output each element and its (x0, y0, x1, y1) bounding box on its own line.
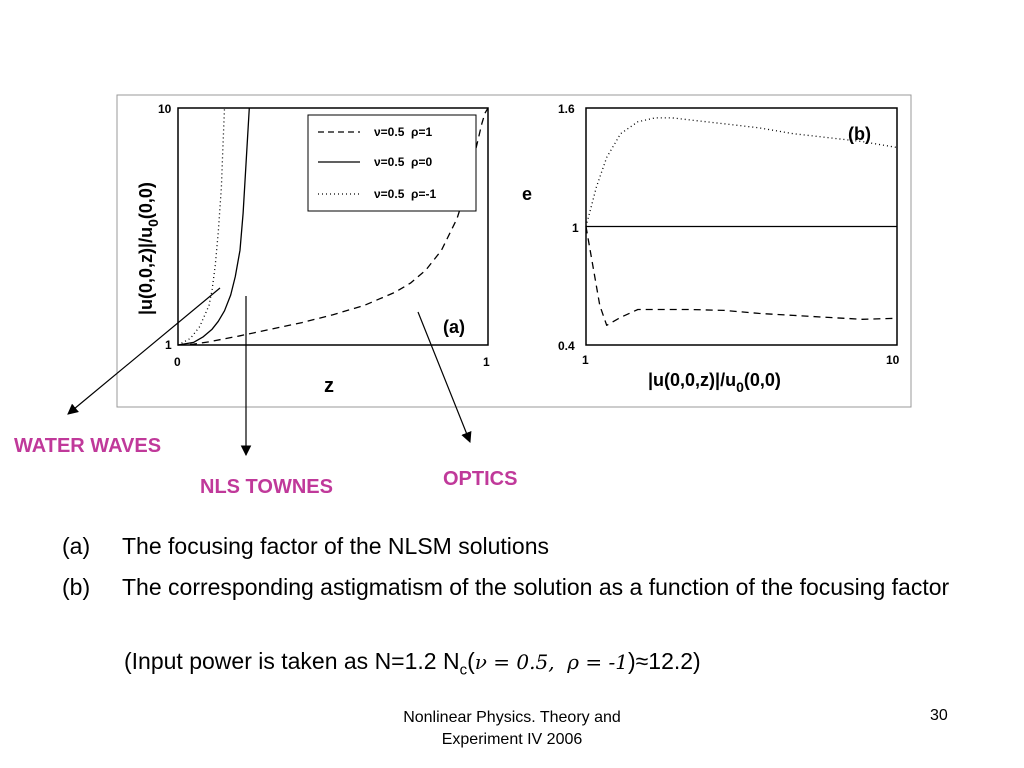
page-number: 30 (930, 707, 948, 724)
caption-a-tag: (a) (62, 533, 91, 559)
optics-arrow (417, 311, 472, 444)
note-prefix: (Input power is taken as N=1.2 N (124, 648, 460, 674)
panel-b-ytick-top: 1.6 (558, 102, 575, 116)
legend-entry-rho-minus-1: ν=0.5 ρ=-1 (374, 187, 436, 201)
panel-a-chart: 10 1 0 1 z |u(0,0,z)|/u0(0,0) (a) ν=0.5 … (136, 102, 490, 397)
panel-a-ytick-top: 10 (158, 102, 172, 116)
note-open: ( (467, 648, 475, 674)
note-rho: ρ = -1 (567, 650, 628, 674)
panel-b-ylabel: e (522, 184, 532, 204)
footer-line2: Experiment IV 2006 (441, 731, 583, 748)
nls-townes-label: NLS TOWNES (200, 476, 333, 498)
footer-line1: Nonlinear Physics. Theory and (403, 709, 621, 726)
legend-box (307, 114, 477, 212)
caption-note: (Input power is taken as N=1.2 Nc(ν = 0.… (124, 648, 701, 679)
caption-b-tag: (b) (62, 574, 91, 600)
panel-b-ytick-bottom: 0.4 (558, 339, 575, 353)
water-waves-label: WATER WAVES (14, 435, 161, 457)
panel-a-series-dotted-line (177, 107, 226, 346)
panel-b-chart: 1.6 1 0.4 1 10 |u(0,0,z)|/u0(0,0) e (b) (522, 102, 900, 395)
footer-title: Nonlinear Physics. Theory and Experiment… (362, 707, 662, 751)
panel-a-plot-area (177, 107, 489, 346)
panel-b-ytick-mid: 1 (572, 221, 579, 235)
panel-a-series-solid-line (177, 107, 250, 346)
legend-entry-rho-0: ν=0.5 ρ=0 (374, 155, 432, 169)
note-nu: ν = 0.5, (474, 650, 568, 674)
panel-b-series-dotted-line (585, 117, 898, 227)
caption-b-text: The corresponding astigmatism of the sol… (122, 574, 950, 600)
panel-a-series-group (177, 107, 489, 346)
panel-a-xlabel: z (324, 375, 334, 397)
panel-a-ylabel: |u(0,0,z)|/u0(0,0) (136, 182, 161, 315)
panel-a-xtick-left: 0 (174, 355, 181, 369)
panel-b-series-group (585, 117, 898, 326)
note-subscript: c (459, 661, 468, 679)
caption-a-text: The focusing factor of the NLSM solution… (122, 533, 549, 559)
water-waves-arrow (67, 287, 221, 415)
panel-b-series-dashed-line (585, 226, 898, 326)
legend-entry-rho-1: ν=0.5 ρ=1 (374, 125, 432, 139)
panel-b-xtick-right: 10 (886, 353, 900, 367)
panel-a-ytick-bottom: 1 (165, 338, 172, 352)
panel-a-series-dashed-line (177, 107, 489, 346)
panel-b-label: (b) (848, 124, 871, 144)
note-close: )≈12.2) (628, 648, 701, 674)
panel-a-xtick-right: 1 (483, 355, 490, 369)
panel-b-xlabel: |u(0,0,z)|/u0(0,0) (648, 370, 781, 395)
figure-frame (116, 94, 912, 408)
optics-label: OPTICS (443, 468, 517, 490)
panel-a-legend: ν=0.5 ρ=1 ν=0.5 ρ=0 ν=0.5 ρ=-1 (307, 114, 477, 212)
panel-a-label: (a) (443, 317, 465, 337)
panel-b-xtick-left: 1 (582, 353, 589, 367)
